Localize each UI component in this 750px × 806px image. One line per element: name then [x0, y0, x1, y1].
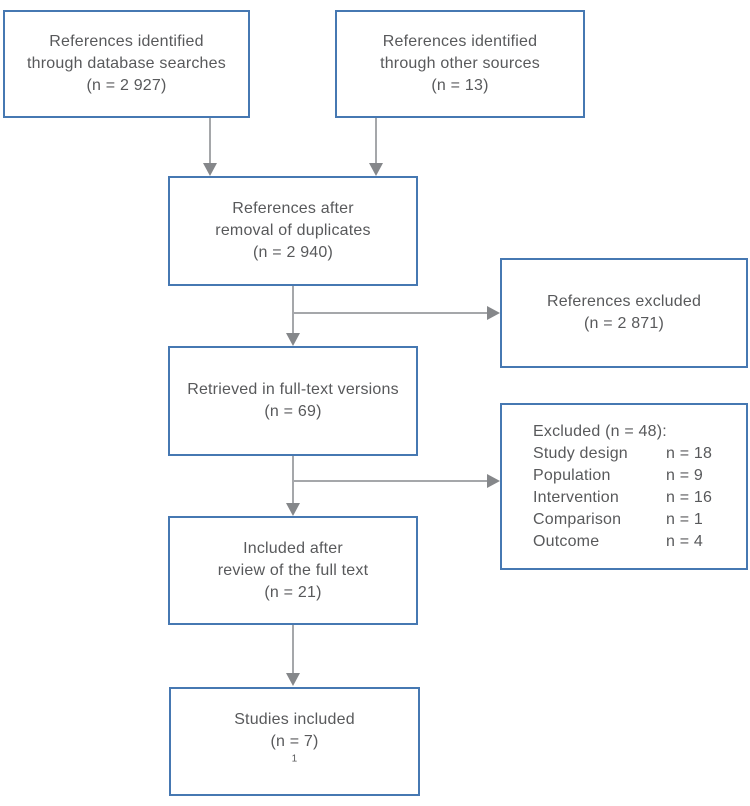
exclusion-reason-row: Outcome n = 4 — [533, 531, 740, 553]
box-text-line: Included after — [243, 539, 343, 557]
arrow-duplicates-to-fulltext-line — [292, 286, 294, 334]
box-count-text: (n = 7) — [270, 732, 319, 750]
box-text-line: References after — [232, 200, 354, 217]
exclusion-reason-label: Population — [533, 466, 611, 484]
box-included-after-review: Included after review of the full text (… — [168, 516, 418, 625]
arrow-included-to-studies-line — [292, 625, 294, 674]
box-text-line: Retrieved in full-text versions — [187, 381, 399, 398]
exclusion-reason-label: Comparison — [533, 510, 622, 528]
arrow-database-to-duplicates-head-icon — [203, 163, 217, 176]
exclusion-reason-row: Population n = 9 — [533, 465, 740, 487]
box-count: (n = 21) — [264, 583, 322, 601]
box-references-after-duplicates: References after removal of duplicates (… — [168, 176, 418, 286]
arrow-fulltext-to-reasons-line — [293, 480, 488, 482]
exclusion-reason-row: Comparison n = 1 — [533, 509, 740, 531]
box-retrieved-full-text: Retrieved in full-text versions (n = 69) — [168, 346, 418, 456]
exclusion-reason-value: n = 1 — [666, 510, 704, 528]
box-count: (n = 2 940) — [252, 244, 334, 261]
box-text-line: review of the full text — [217, 561, 369, 579]
box-references-excluded: References excluded (n = 2 871) — [500, 258, 748, 368]
box-count: (n = 2 871) — [583, 315, 665, 332]
excluded-reasons-header: Excluded (n = 48): — [533, 422, 667, 440]
exclusion-reason-value: n = 9 — [666, 466, 704, 484]
box-text-line: References identified — [382, 33, 538, 50]
box-studies-included: Studies included (n = 7) 1 — [169, 687, 420, 796]
box-references-database-searches: References identified through database s… — [3, 10, 250, 118]
box-text-line: removal of duplicates — [215, 222, 371, 239]
exclusion-reason-label: Intervention — [533, 488, 620, 506]
arrow-fulltext-to-reasons-head-icon — [487, 474, 500, 488]
arrow-duplicates-to-excluded-head-icon — [487, 306, 500, 320]
box-count: (n = 7) 1 — [270, 731, 318, 775]
box-text-line: References excluded — [546, 293, 702, 310]
arrow-duplicates-to-excluded-line — [293, 312, 488, 314]
arrow-other-to-duplicates-line — [375, 118, 377, 164]
arrow-included-to-studies-head-icon — [286, 673, 300, 686]
arrow-duplicates-to-fulltext-head-icon — [286, 333, 300, 346]
box-count: (n = 69) — [264, 403, 322, 420]
box-text-line: through database searches — [27, 55, 226, 72]
exclusion-reason-row: Intervention n = 16 — [533, 487, 740, 509]
arrow-other-to-duplicates-head-icon — [369, 163, 383, 176]
footnote-marker: 1 — [291, 753, 298, 765]
box-count: (n = 2 927) — [86, 77, 167, 94]
exclusion-reason-label: Study design — [533, 444, 628, 462]
box-text-line: through other sources — [380, 55, 540, 72]
box-count: (n = 13) — [431, 77, 489, 94]
exclusion-reason-row: Study design n = 18 — [533, 443, 740, 465]
box-text-line: References identified — [49, 33, 204, 50]
box-text-line: Studies included — [234, 710, 355, 728]
exclusion-reason-label: Outcome — [533, 532, 600, 550]
exclusion-reason-value: n = 16 — [666, 488, 713, 506]
box-references-other-sources: References identified through other sour… — [335, 10, 585, 118]
exclusion-reason-value: n = 18 — [666, 444, 713, 462]
exclusion-reason-value: n = 4 — [666, 532, 704, 550]
arrow-fulltext-to-included-head-icon — [286, 503, 300, 516]
box-excluded-reasons: Excluded (n = 48): Study design n = 18 P… — [500, 403, 748, 570]
arrow-database-to-duplicates-line — [209, 118, 211, 164]
